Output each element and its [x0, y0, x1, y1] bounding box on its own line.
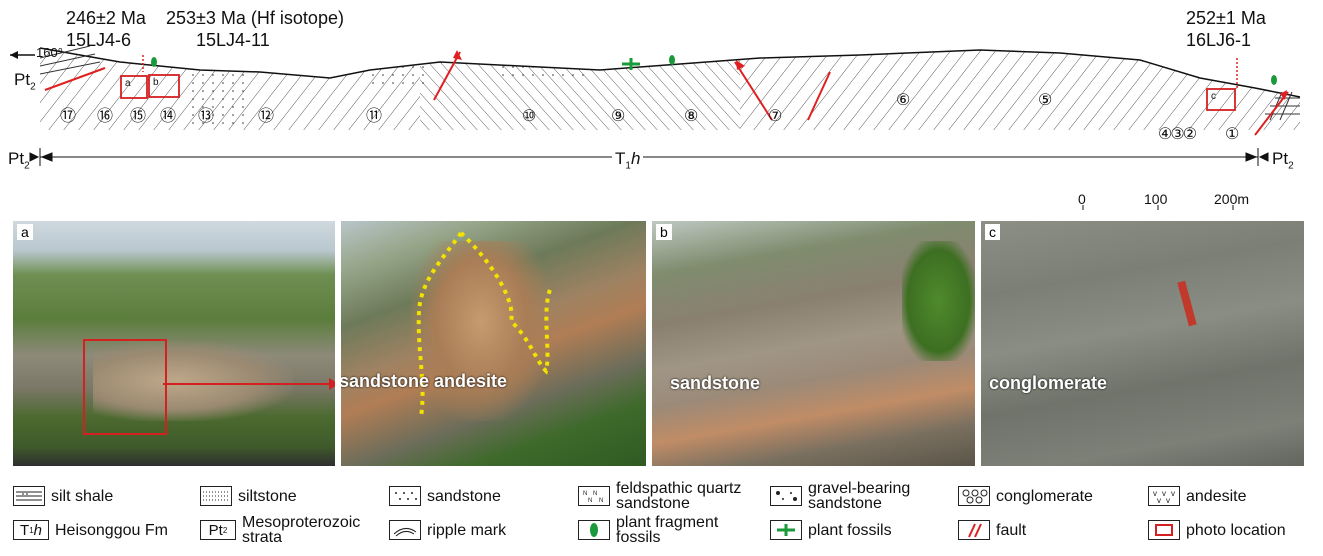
formation-bar [29, 148, 1269, 166]
age-label-3: 252±1 Ma [1186, 8, 1266, 28]
fault-lines [44, 51, 1289, 136]
photo-b-caption: sandstone [670, 373, 761, 393]
photo-location-boxes [120, 74, 1236, 111]
sample-label-2: 15LJ4-11 [196, 30, 270, 50]
conglomerate-icon [958, 486, 990, 506]
photo-a-zoom-box [83, 339, 167, 435]
svg-text:N: N [599, 498, 603, 504]
fault-icon [958, 520, 990, 540]
photo-c-caption: conglomerate [989, 373, 1108, 393]
layer-number: ⑭ [160, 108, 177, 125]
photo-a-outcrop [93, 341, 293, 421]
ripple-mark-icon [389, 520, 421, 540]
formation-right-label: Pt2 [1272, 149, 1294, 172]
layer-number: ⑩ [522, 108, 537, 125]
layer-number: ⑮ [130, 108, 147, 125]
orientation-label: 160° [36, 45, 63, 60]
plant-fragment-icon [578, 520, 610, 540]
sample-markers [142, 55, 1238, 90]
svg-text:N: N [593, 491, 597, 497]
scale-bar [1082, 205, 1234, 210]
legend-item-conglomerate: conglomerate [958, 481, 1093, 511]
layer-number: ⑥ [896, 92, 911, 109]
svg-text:N: N [588, 498, 592, 504]
age-label-2: 253±3 Ma (Hf isotope) [166, 8, 344, 28]
photo-c: c conglomerate [981, 221, 1304, 466]
gravel-bearing-sandstone-icon [770, 486, 802, 506]
layer-number: ⑯ [97, 108, 114, 125]
sample-label-1: 15LJ4-6 [66, 30, 132, 50]
photo-b: b sandstone [652, 221, 975, 466]
photo-b-label: b [656, 224, 672, 240]
svg-text:v: v [1166, 496, 1170, 505]
photo-b-vegetation [902, 241, 975, 361]
cross-section: 246±2 Ma 15LJ4-6 253±3 Ma (Hf isotope) 1… [0, 0, 1323, 210]
scale-tick-100: 100 [1144, 191, 1168, 207]
legend-item-silt-shale: silt shale [13, 481, 113, 511]
plant-fossil-icon [770, 520, 802, 540]
photo-a-label: a [17, 224, 33, 240]
photo-a: a [13, 221, 335, 466]
photo-c-label: c [985, 224, 1000, 240]
photo-a-caption: sandstone andesite [341, 371, 508, 391]
layer-number: ④③② [1158, 126, 1197, 143]
svg-text:v: v [1171, 489, 1175, 498]
orientation-arrow [10, 51, 35, 59]
layer-number: ① [1225, 126, 1240, 143]
photo-a-zoom-arrow [163, 383, 331, 385]
photo-location-icon [1148, 520, 1180, 540]
legend-item-plant-fossils: plant fossils [770, 515, 892, 545]
age-label-1: 246±2 Ma [66, 8, 146, 28]
pt2-left-beds [39, 45, 101, 75]
svg-text:v: v [1157, 496, 1161, 505]
contact-dotted-line [416, 231, 553, 418]
sandstone-icon [389, 486, 421, 506]
formation-center-label: T1h [612, 150, 644, 172]
photo-a-arrow-head [329, 378, 335, 390]
cross-section-drawing [10, 45, 1301, 210]
legend-item-plant-fragment: plant fragment fossils [578, 515, 746, 546]
layer-number: ⑦ [768, 108, 783, 125]
layer-number: ⑰ [60, 108, 77, 125]
svg-text:v: v [1162, 489, 1166, 498]
scale-tick-0: 0 [1078, 191, 1086, 207]
legend-item-ripple-mark: ripple mark [389, 515, 506, 545]
layer-number: ⑧ [684, 108, 699, 125]
legend-item-sandstone: sandstone [389, 481, 501, 511]
legend-item-fault: fault [958, 515, 1026, 545]
layer-number: ⑨ [611, 108, 626, 125]
svg-text:N: N [583, 491, 587, 497]
photo-a-detail: sandstone andesite [341, 221, 646, 466]
layer-number: ⑤ [1038, 92, 1053, 109]
box-label-c: c [1211, 91, 1216, 102]
pt2-left-label: Pt2 [14, 70, 36, 93]
sample-label-3: 16LJ6-1 [1186, 30, 1252, 50]
svg-text:v: v [1153, 489, 1157, 498]
topographic-profile [39, 47, 1301, 98]
fossil-marks [151, 55, 1277, 85]
hammer-icon [1177, 280, 1197, 327]
box-label-b: b [153, 77, 159, 88]
legend-item-siltstone: siltstone [200, 481, 297, 511]
legend-item-photo-location: photo location [1148, 515, 1286, 545]
box-label-a: a [125, 78, 131, 89]
siltstone-icon [200, 486, 232, 506]
silt-shale-icon [13, 486, 45, 506]
layer-number: ⑬ [198, 108, 215, 125]
legend-item-gravel-bearing-sandstone: gravel-bearing sandstone [770, 481, 938, 512]
layer-number: ⑫ [258, 108, 275, 125]
layer-number: ⑪ [366, 108, 383, 125]
scale-tick-200: 200m [1214, 191, 1250, 207]
formation-left-label: Pt2 [8, 149, 30, 172]
